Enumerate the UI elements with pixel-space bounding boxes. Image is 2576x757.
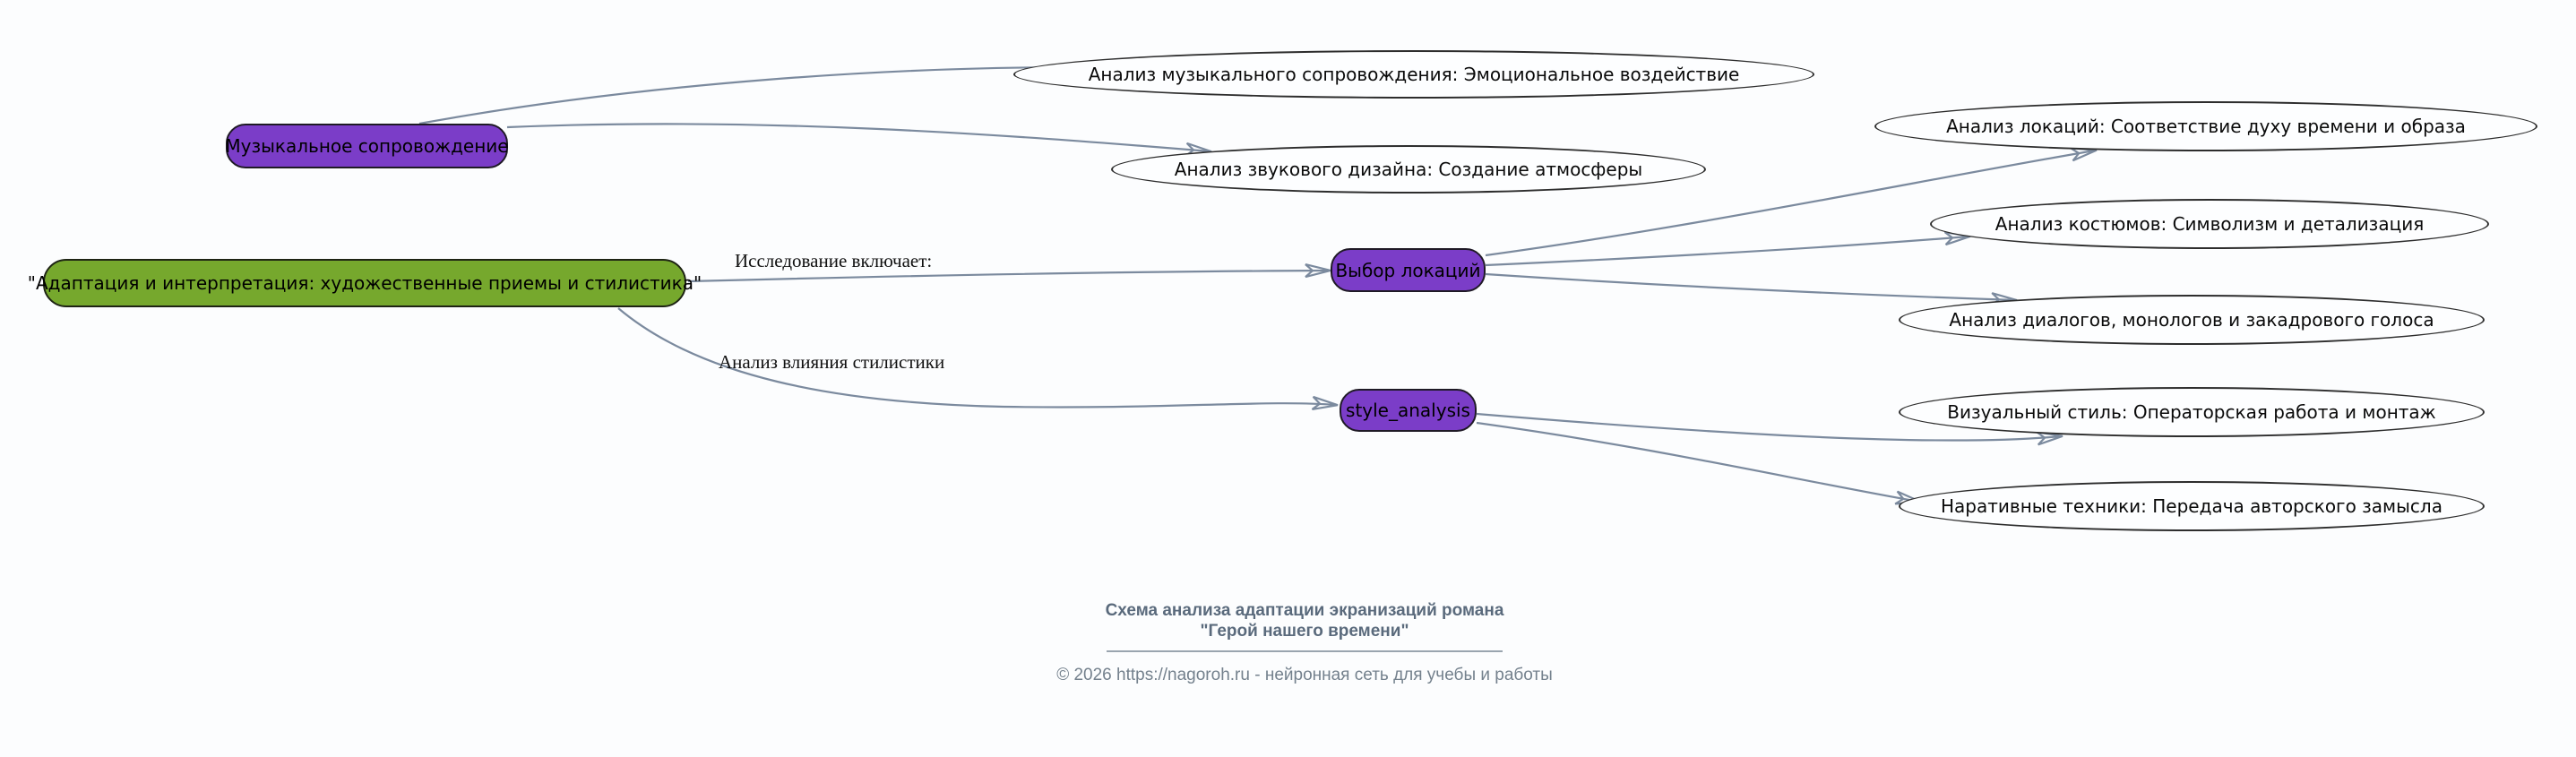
edge-root-to-style-analysis xyxy=(617,307,1339,411)
copyright-text: © 2026 https://nagoroh.ru - нейронная се… xyxy=(1056,666,1553,684)
node-location-choice: Выбор локаций xyxy=(1331,248,1486,292)
edge-style-to-narrative xyxy=(1476,421,1922,505)
node-style-analysis: style_analysis xyxy=(1340,389,1477,432)
edge-label-research-includes: Исследование включает: xyxy=(735,250,933,271)
edge-music-to-sound-design xyxy=(506,123,1212,157)
edge-root-to-locations xyxy=(687,263,1331,283)
edge-locations-to-dialog-analysis xyxy=(1485,272,2018,307)
leaf-costume-analysis: Анализ костюмов: Символизм и детализация xyxy=(1930,199,2489,249)
leaf-visual-style: Визуальный стиль: Операторская работа и … xyxy=(1899,387,2485,437)
node-root-topic: "Адаптация и интерпретация: художественн… xyxy=(28,259,702,307)
node-music-accompaniment: Музыкальное сопровождение xyxy=(225,124,509,168)
edge-style-to-visual-style xyxy=(1476,412,2063,446)
edge-locations-to-location-analysis xyxy=(1485,147,2098,257)
leaf-narrative-techniques: Наративные техники: Передача авторского … xyxy=(1899,481,2485,531)
leaf-music-emotional-impact: Анализ музыкального сопровождения: Эмоци… xyxy=(1013,50,1814,99)
caption-divider xyxy=(1107,650,1503,652)
diagram-caption: Схема анализа адаптации экранизаций рома… xyxy=(857,600,1753,685)
caption-line1: Схема анализа адаптации экранизаций рома… xyxy=(1105,601,1504,620)
leaf-location-analysis: Анализ локаций: Соответствие духу времен… xyxy=(1874,101,2537,151)
leaf-dialog-analysis: Анализ диалогов, монологов и закадрового… xyxy=(1899,295,2485,345)
edge-locations-to-costume-analysis xyxy=(1485,231,1971,267)
edge-label-style-influence: Анализ влияния стилистики xyxy=(719,351,945,373)
caption-line2: "Герой нашего времени" xyxy=(1200,622,1409,641)
leaf-sound-design-atmosphere: Анализ звукового дизайна: Создание атмос… xyxy=(1111,145,1706,194)
